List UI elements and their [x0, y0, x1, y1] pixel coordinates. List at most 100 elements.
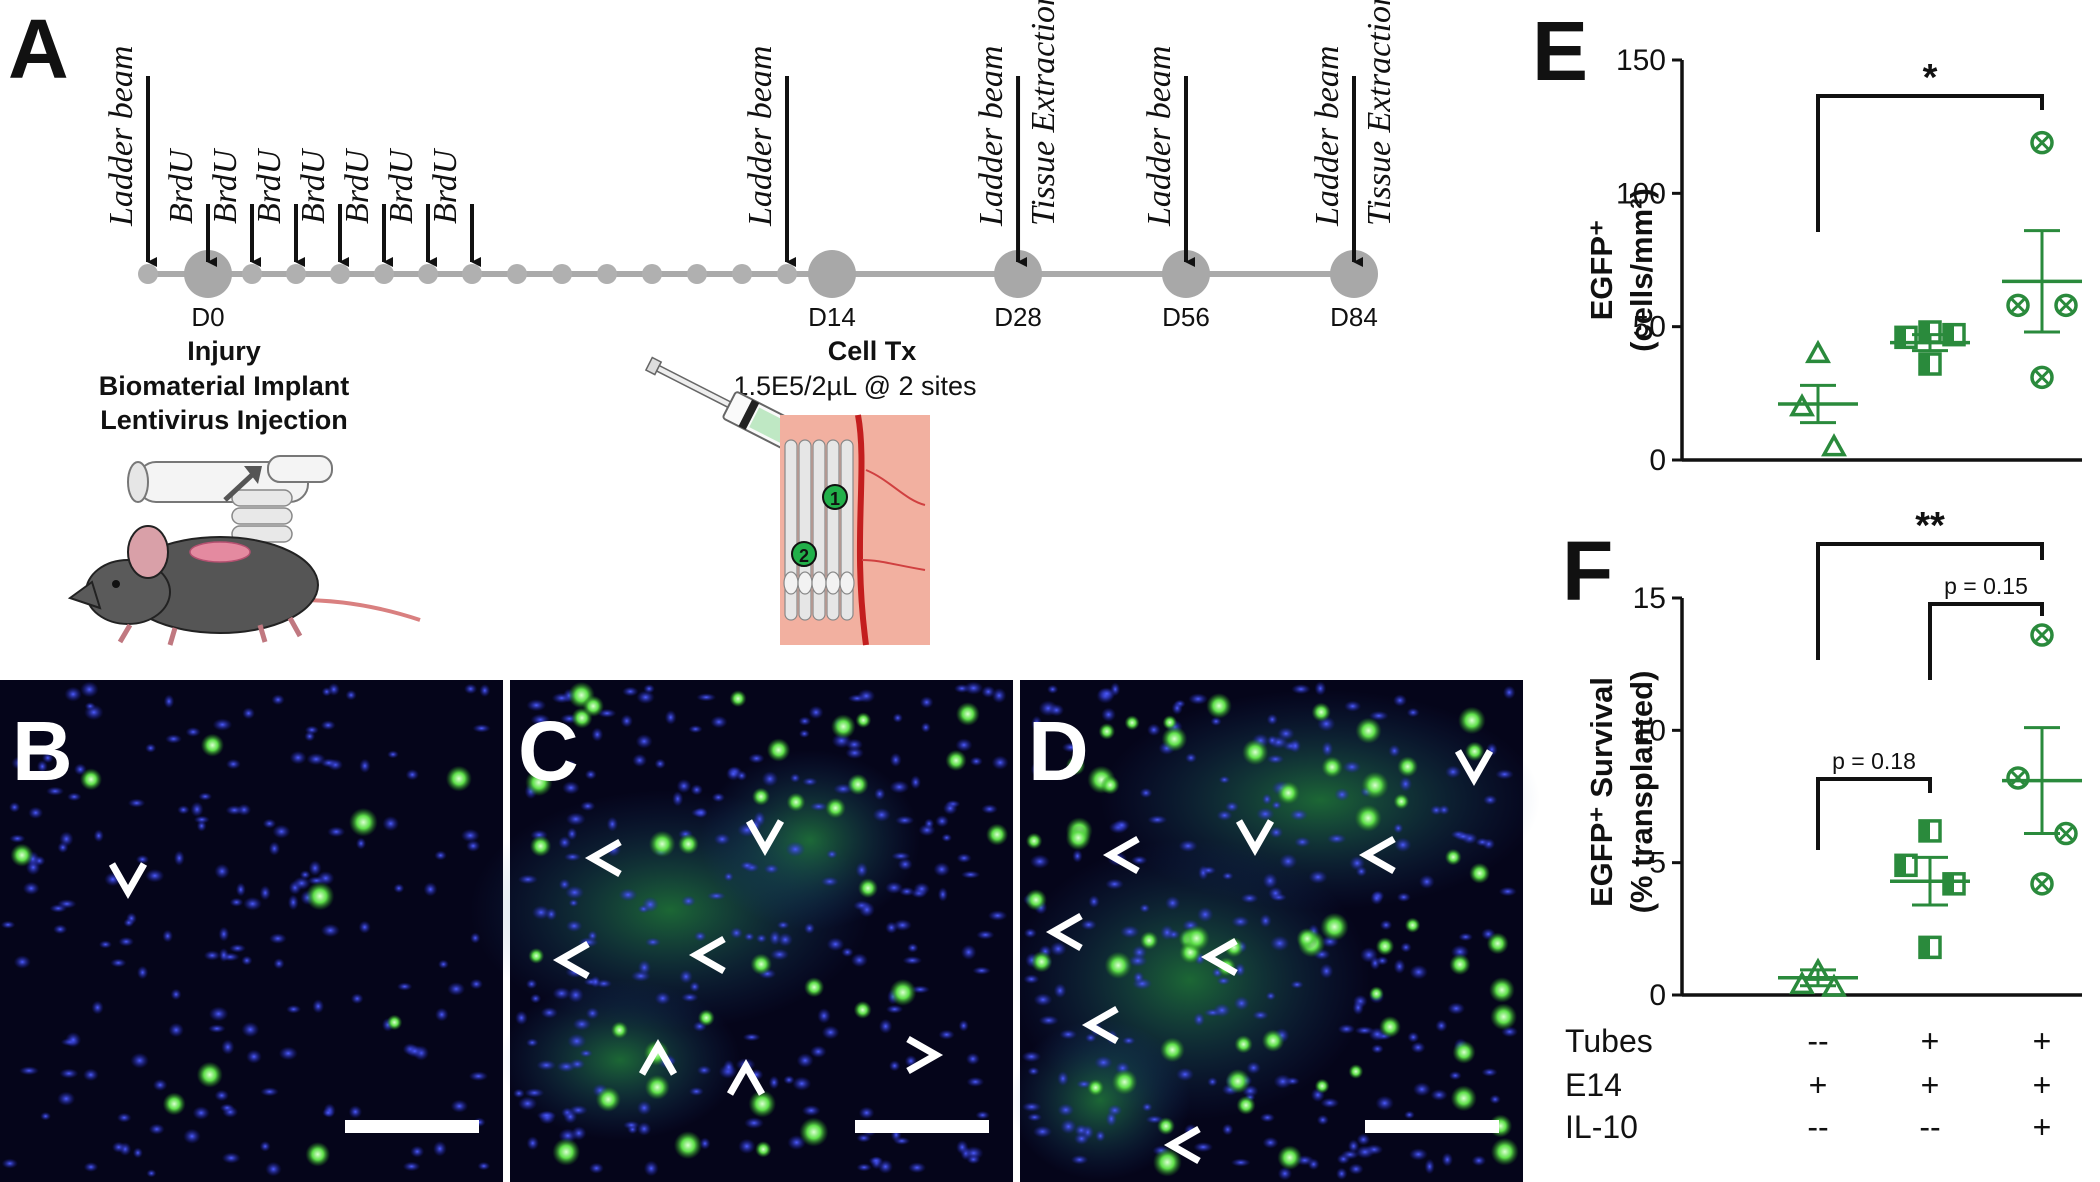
- nucleus: [942, 801, 958, 815]
- nucleus: [536, 1110, 557, 1121]
- egfp-cell: [1490, 1003, 1518, 1031]
- nucleus: [933, 862, 951, 877]
- nucleus: [976, 930, 995, 940]
- nucleus: [810, 1045, 827, 1058]
- nucleus: [872, 807, 891, 822]
- nucleus: [885, 1004, 904, 1014]
- nucleus: [857, 689, 876, 703]
- nucleus: [382, 815, 400, 832]
- tube-fibers: [783, 439, 855, 621]
- event-label: Ladder beam: [742, 46, 779, 227]
- nucleus: [892, 713, 903, 723]
- f-ylabel-line1: EGFP⁺ Survival: [1584, 677, 1619, 907]
- egfp-cell: [1311, 702, 1331, 722]
- nucleus: [902, 956, 923, 965]
- nucleus: [798, 729, 810, 739]
- egfp-cell: [1320, 912, 1349, 942]
- nucleus: [53, 924, 68, 935]
- e14-g3: +: [2033, 1067, 2052, 1103]
- timeline-node: [1162, 250, 1210, 298]
- nucleus: [116, 1112, 132, 1123]
- nucleus: [287, 894, 299, 911]
- nucleus: [1368, 710, 1389, 721]
- nucleus: [1207, 1076, 1218, 1087]
- timeline-dot: [732, 264, 752, 284]
- nucleus: [265, 1161, 282, 1177]
- nucleus: [688, 725, 703, 734]
- arrowhead-marker: [552, 940, 590, 980]
- nucleus: [972, 966, 991, 975]
- egfp-cell: [985, 823, 1009, 846]
- nucleus: [1139, 787, 1153, 799]
- egfp-cell: [1444, 848, 1462, 866]
- nucleus: [1277, 727, 1295, 741]
- egfp-cell: [348, 807, 378, 837]
- nucleus: [566, 827, 578, 841]
- nucleus: [289, 750, 307, 765]
- nucleus: [1407, 1031, 1420, 1043]
- egfp-cell: [528, 947, 545, 964]
- nucleus: [111, 1141, 126, 1153]
- nucleus: [897, 858, 913, 871]
- nucleus: [1231, 915, 1250, 928]
- nucleus: [981, 685, 996, 698]
- nucleus: [761, 771, 779, 787]
- nucleus: [966, 1154, 981, 1165]
- nucleus: [1023, 974, 1040, 984]
- nucleus: [66, 792, 82, 802]
- nucleus: [1221, 871, 1234, 881]
- nucleus: [359, 758, 371, 774]
- nucleus: [1393, 958, 1406, 974]
- nucleus: [796, 1053, 814, 1068]
- nucleus: [1475, 837, 1490, 847]
- data-point-square-fill: [1920, 322, 1930, 342]
- nucleus: [802, 777, 818, 787]
- egfp-cell: [855, 712, 872, 729]
- arrowhead-stroke: [552, 940, 590, 980]
- nucleus: [919, 696, 934, 709]
- nucleus: [1023, 927, 1037, 939]
- nucleus: [722, 1059, 735, 1076]
- nucleus: [221, 1152, 241, 1164]
- nucleus: [850, 953, 868, 968]
- nucleus: [127, 798, 146, 808]
- egfp-cell: [1375, 937, 1395, 956]
- egfp-cell: [1241, 738, 1269, 766]
- nucleus: [1139, 903, 1151, 913]
- nucleus: [1418, 874, 1435, 889]
- arrowhead-marker: [745, 819, 785, 857]
- arrowhead-marker: [1081, 1005, 1119, 1045]
- nucleus: [1481, 1067, 1498, 1077]
- nucleus: [623, 1120, 640, 1130]
- nucleus: [1495, 769, 1514, 780]
- egfp-cell: [1354, 804, 1382, 832]
- event-label: Tissue Extraction: [1025, 0, 1062, 226]
- nucleus: [874, 787, 886, 801]
- nucleus: [118, 936, 135, 947]
- egfp-cell: [1156, 1117, 1176, 1136]
- nucleus: [1259, 1112, 1275, 1123]
- panel-d-micrograph: D: [1010, 680, 1540, 1182]
- egfp-cell: [1490, 1137, 1519, 1166]
- tubes-g2: +: [1921, 1023, 1940, 1059]
- nucleus: [803, 922, 816, 935]
- nucleus: [203, 950, 221, 961]
- nucleus: [1240, 893, 1259, 904]
- nucleus: [743, 932, 755, 942]
- nucleus: [268, 841, 281, 856]
- y-tick-label: 150: [1616, 44, 1666, 77]
- il10-g1: --: [1807, 1109, 1828, 1145]
- panel-label-c: C: [518, 704, 579, 798]
- egfp-cell: [786, 792, 806, 812]
- egfp-cell: [644, 1074, 670, 1100]
- nucleus: [1094, 1055, 1113, 1070]
- timeline-dot: [642, 264, 662, 284]
- nucleus: [820, 876, 839, 887]
- egfp-cell: [582, 695, 605, 717]
- nucleus: [1355, 866, 1368, 877]
- nucleus: [64, 686, 82, 702]
- egfp-cell: [751, 787, 771, 806]
- nucleus: [956, 853, 972, 863]
- nucleus: [438, 959, 449, 969]
